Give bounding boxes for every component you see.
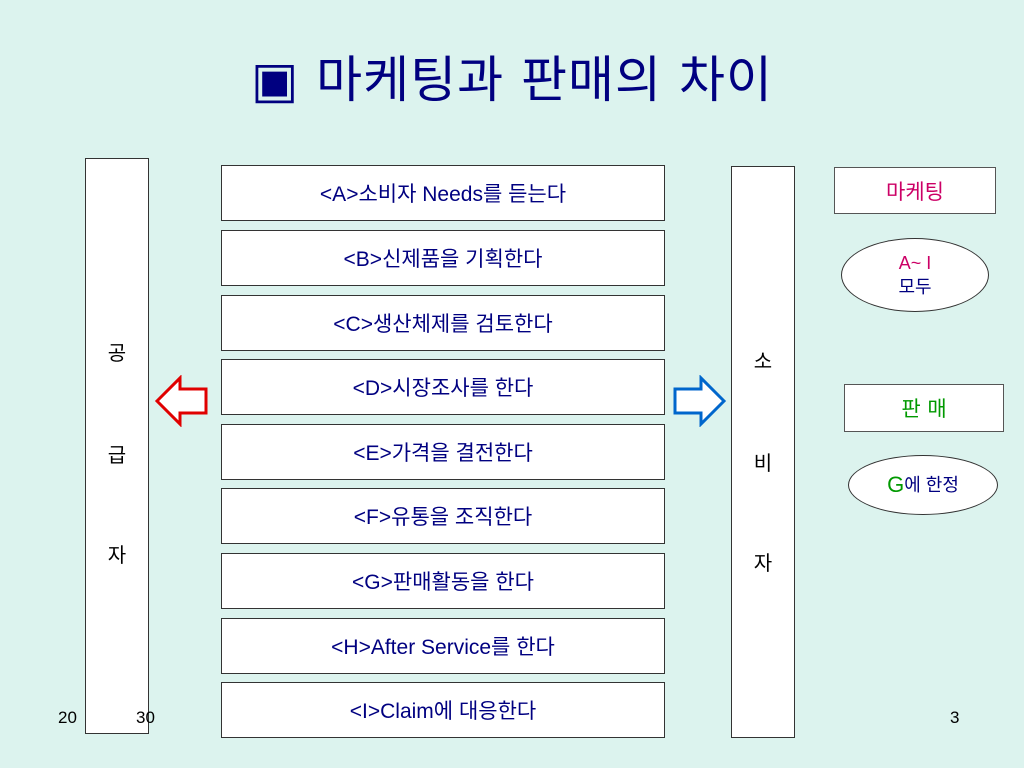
marketing-scope: A~ I 모두 bbox=[841, 238, 989, 312]
step-e: <E>가격을 결전한다 bbox=[221, 424, 665, 480]
footer-date-start: 20 bbox=[58, 708, 77, 727]
sales-scope: G 에 한정 bbox=[848, 455, 998, 515]
step-f: <F>유통을 조직한다 bbox=[221, 488, 665, 544]
supplier-char-2: 급 bbox=[107, 443, 127, 467]
step-c: <C>생산체제를 검토한다 bbox=[221, 295, 665, 351]
step-d: <D>시장조사를 한다 bbox=[221, 359, 665, 415]
page-number: 3 bbox=[950, 708, 960, 727]
supplier-char-3: 자 bbox=[107, 543, 127, 567]
supplier-column: 공 급 자 bbox=[85, 158, 149, 734]
left-arrow-icon bbox=[154, 375, 208, 427]
consumer-column: 소 비 자 bbox=[731, 166, 795, 738]
consumer-char-3: 자 bbox=[753, 551, 773, 575]
sales-scope-highlight: G bbox=[887, 472, 905, 497]
step-h: <H>After Service를 한다 bbox=[221, 618, 665, 674]
step-b: <B>신제품을 기획한다 bbox=[221, 230, 665, 286]
marketing-scope-line2: 모두 bbox=[898, 277, 932, 297]
footer-date-end: 30 bbox=[136, 708, 155, 727]
right-arrow-icon bbox=[673, 375, 727, 427]
step-i: <I>Claim에 대응한다 bbox=[221, 682, 665, 738]
marketing-label: 마케팅 bbox=[834, 167, 996, 214]
consumer-char-2: 비 bbox=[753, 451, 773, 475]
step-g: <G>판매활동을 한다 bbox=[221, 553, 665, 609]
footer-date: 20 30 bbox=[58, 708, 155, 728]
consumer-char-1: 소 bbox=[753, 349, 773, 373]
marketing-scope-line1: A~ I bbox=[898, 253, 932, 273]
page-title: ▣ 마케팅과 판매의 차이 bbox=[251, 51, 773, 109]
sales-label: 판 매 bbox=[844, 384, 1004, 432]
step-a: <A>소비자 Needs를 듣는다 bbox=[221, 165, 665, 221]
supplier-char-1: 공 bbox=[107, 341, 127, 365]
sales-scope-rest: 에 한정 bbox=[904, 475, 959, 495]
